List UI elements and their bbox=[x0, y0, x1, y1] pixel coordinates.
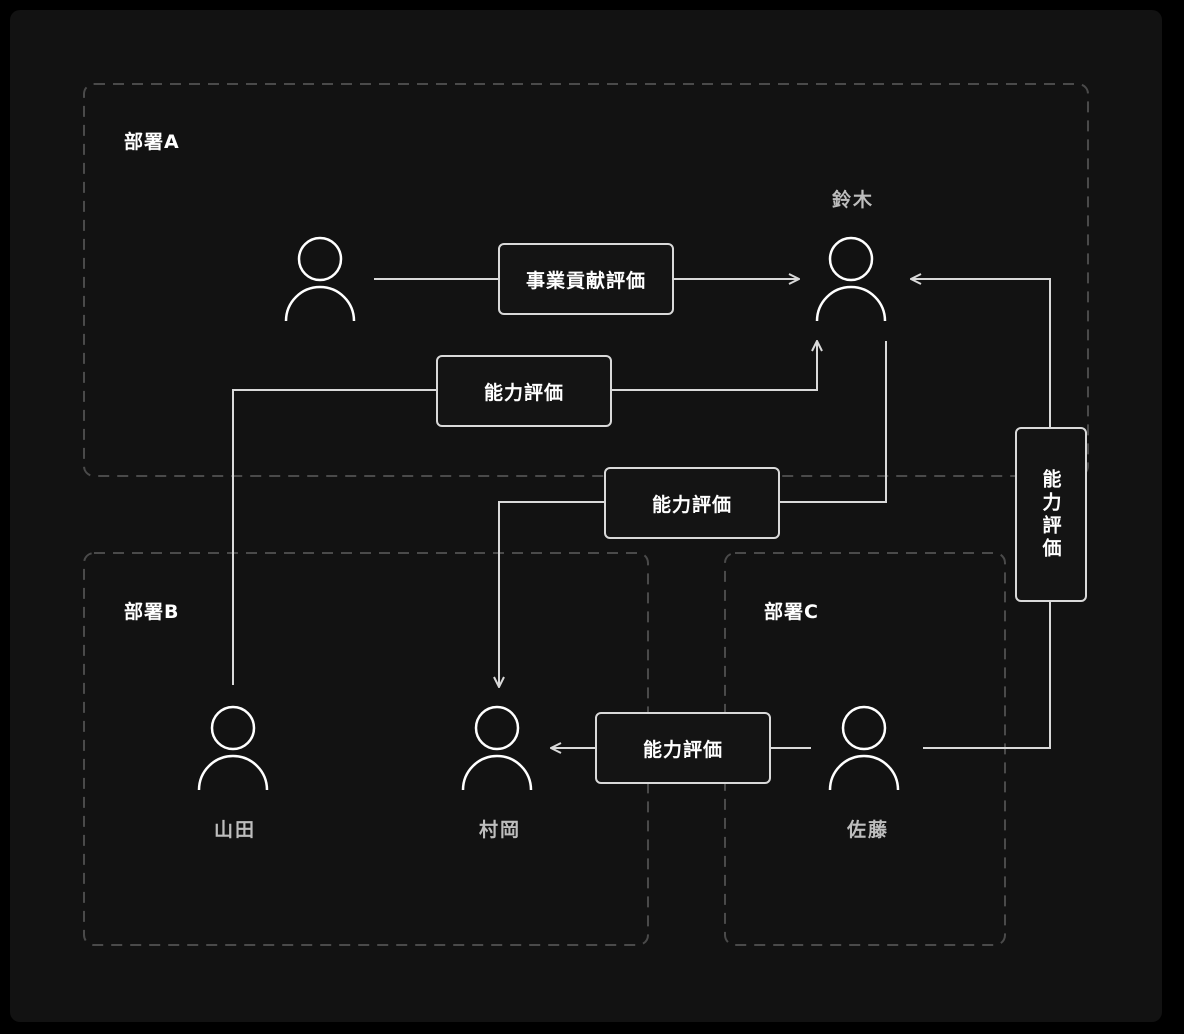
diagram-canvas bbox=[10, 10, 1162, 1022]
person-name-sato: 佐藤 bbox=[846, 819, 889, 841]
person-name-suzuki: 鈴木 bbox=[831, 189, 874, 211]
connector-yamada-to-box bbox=[232, 389, 436, 685]
ability-evaluation-box-suzuki-muraoka: 能力評価 bbox=[604, 467, 780, 539]
person-icon bbox=[815, 236, 887, 322]
person-icon bbox=[828, 705, 900, 791]
department-a-label: 部署A bbox=[124, 131, 180, 153]
person-icon bbox=[284, 236, 356, 322]
ability-evaluation-box-yamada-suzuki: 能力評価 bbox=[436, 355, 612, 427]
person-icon bbox=[197, 705, 269, 791]
connector-box-to-suzuki-arrow bbox=[612, 341, 817, 391]
connector-suzuki-to-box bbox=[780, 341, 887, 503]
department-c-label: 部署C bbox=[764, 601, 819, 623]
connector-sato-to-vertical-box bbox=[923, 602, 1051, 749]
person-name-yamada: 山田 bbox=[213, 819, 256, 841]
department-b-label: 部署B bbox=[124, 601, 180, 623]
ability-evaluation-box-sato-suzuki: 能力評価 bbox=[1015, 427, 1087, 602]
ability-evaluation-box-sato-muraoka: 能力評価 bbox=[595, 712, 771, 784]
connector-vertical-box-to-suzuki-arrow bbox=[911, 279, 1051, 427]
department-a-boundary bbox=[83, 83, 1089, 477]
connector-box-to-muraoka-arrow bbox=[499, 501, 604, 687]
person-icon bbox=[461, 705, 533, 791]
business-contribution-evaluation-box: 事業貢献評価 bbox=[498, 243, 674, 315]
person-name-muraoka: 村岡 bbox=[478, 819, 521, 841]
